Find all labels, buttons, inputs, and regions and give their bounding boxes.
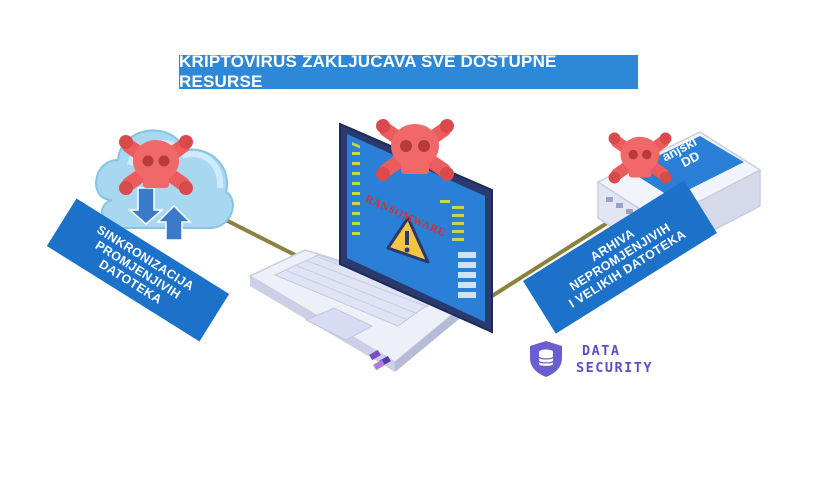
skull-crossbones-icon — [376, 119, 454, 181]
logo-line-1: DATA — [582, 343, 621, 359]
data-security-logo: DATA SECURITY — [576, 343, 653, 377]
logo-line-2: SECURITY — [576, 360, 654, 376]
skull-crossbones-icon — [608, 132, 672, 184]
laptop-icon — [248, 119, 493, 372]
shield-icon — [530, 341, 562, 377]
diagram-title: KRIPTOVIRUS ZAKLJUČAVA SVE DOSTUPNE RESU… — [179, 52, 638, 91]
warning-icon — [386, 216, 430, 264]
sync-arrows-icon — [128, 187, 192, 241]
skull-crossbones-icon — [119, 135, 193, 195]
laptop-logo-icon — [369, 349, 391, 371]
